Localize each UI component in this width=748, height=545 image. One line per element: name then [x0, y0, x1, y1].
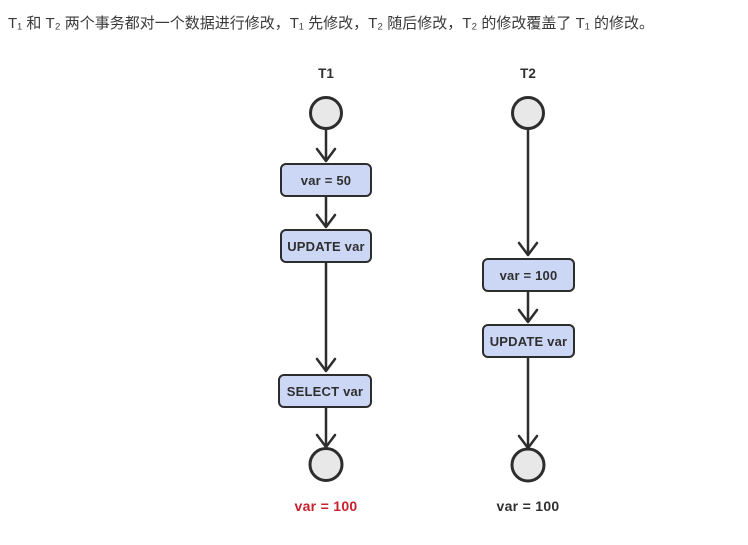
t1-arrow-1-head-icon — [315, 147, 337, 163]
t1-step-var-assign: var = 50 — [280, 163, 372, 197]
t2-step-update-var: UPDATE var — [482, 324, 575, 358]
t2-arrow-1-head-icon — [517, 241, 539, 257]
lane-label-t1: T1 — [318, 66, 334, 81]
t1-step-select-var: SELECT var — [278, 374, 372, 408]
t1-arrow-2-head-icon — [315, 213, 337, 229]
t1-result-value: var = 100 — [294, 498, 358, 514]
t1-step-update-var: UPDATE var — [280, 229, 372, 263]
t2-result-value: var = 100 — [496, 498, 560, 514]
t2-end-state-circle — [510, 447, 546, 483]
t2-step-var-assign: var = 100 — [482, 258, 575, 292]
t1-start-state-circle — [309, 96, 343, 130]
t2-start-state-circle — [511, 96, 545, 130]
lane-label-t2: T2 — [520, 66, 536, 81]
caption-text: T₁ 和 T₂ 两个事务都对一个数据进行修改，T₁ 先修改，T₂ 随后修改，T₂… — [8, 15, 654, 32]
t1-end-state-circle — [308, 447, 344, 482]
t2-arrow-2-head-icon — [517, 308, 539, 324]
t1-arrow-3-head-icon — [315, 357, 337, 373]
